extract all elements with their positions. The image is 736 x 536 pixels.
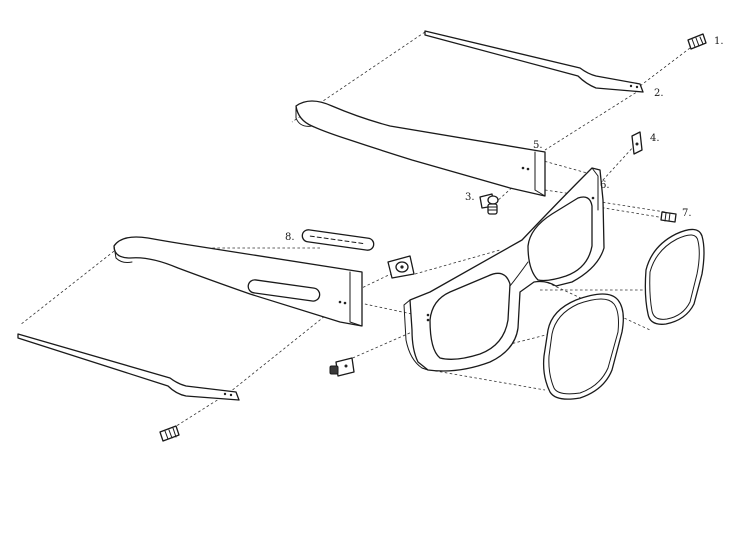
front-frame xyxy=(403,167,605,372)
upper-hinge-part xyxy=(479,193,499,215)
callout-2: 2. xyxy=(654,88,664,99)
callout-6: 6. xyxy=(600,180,610,191)
callout-3: 3. xyxy=(465,192,475,203)
callout-labels: 1. 2. 3. 4. 5. 6. 7. 8. xyxy=(285,36,724,243)
callout-5: 5. xyxy=(533,140,543,151)
callout-4: 4. xyxy=(650,133,660,144)
lower-screw-part xyxy=(159,425,180,442)
lower-plate-part xyxy=(329,357,355,377)
callout-8: 8. xyxy=(285,232,295,243)
upper-screw-part xyxy=(687,33,707,50)
small-plate-part xyxy=(631,131,643,155)
upper-temple-arm xyxy=(295,100,546,197)
upper-temple-core xyxy=(424,30,644,93)
decorative-plate-part xyxy=(301,229,375,251)
loose-lenses xyxy=(542,228,705,400)
lower-temple-arm xyxy=(113,236,363,327)
lower-temple-core xyxy=(17,333,240,401)
callout-7: 7. xyxy=(682,208,692,219)
callout-1: 1. xyxy=(714,36,724,47)
lower-hinge-part xyxy=(387,255,415,279)
